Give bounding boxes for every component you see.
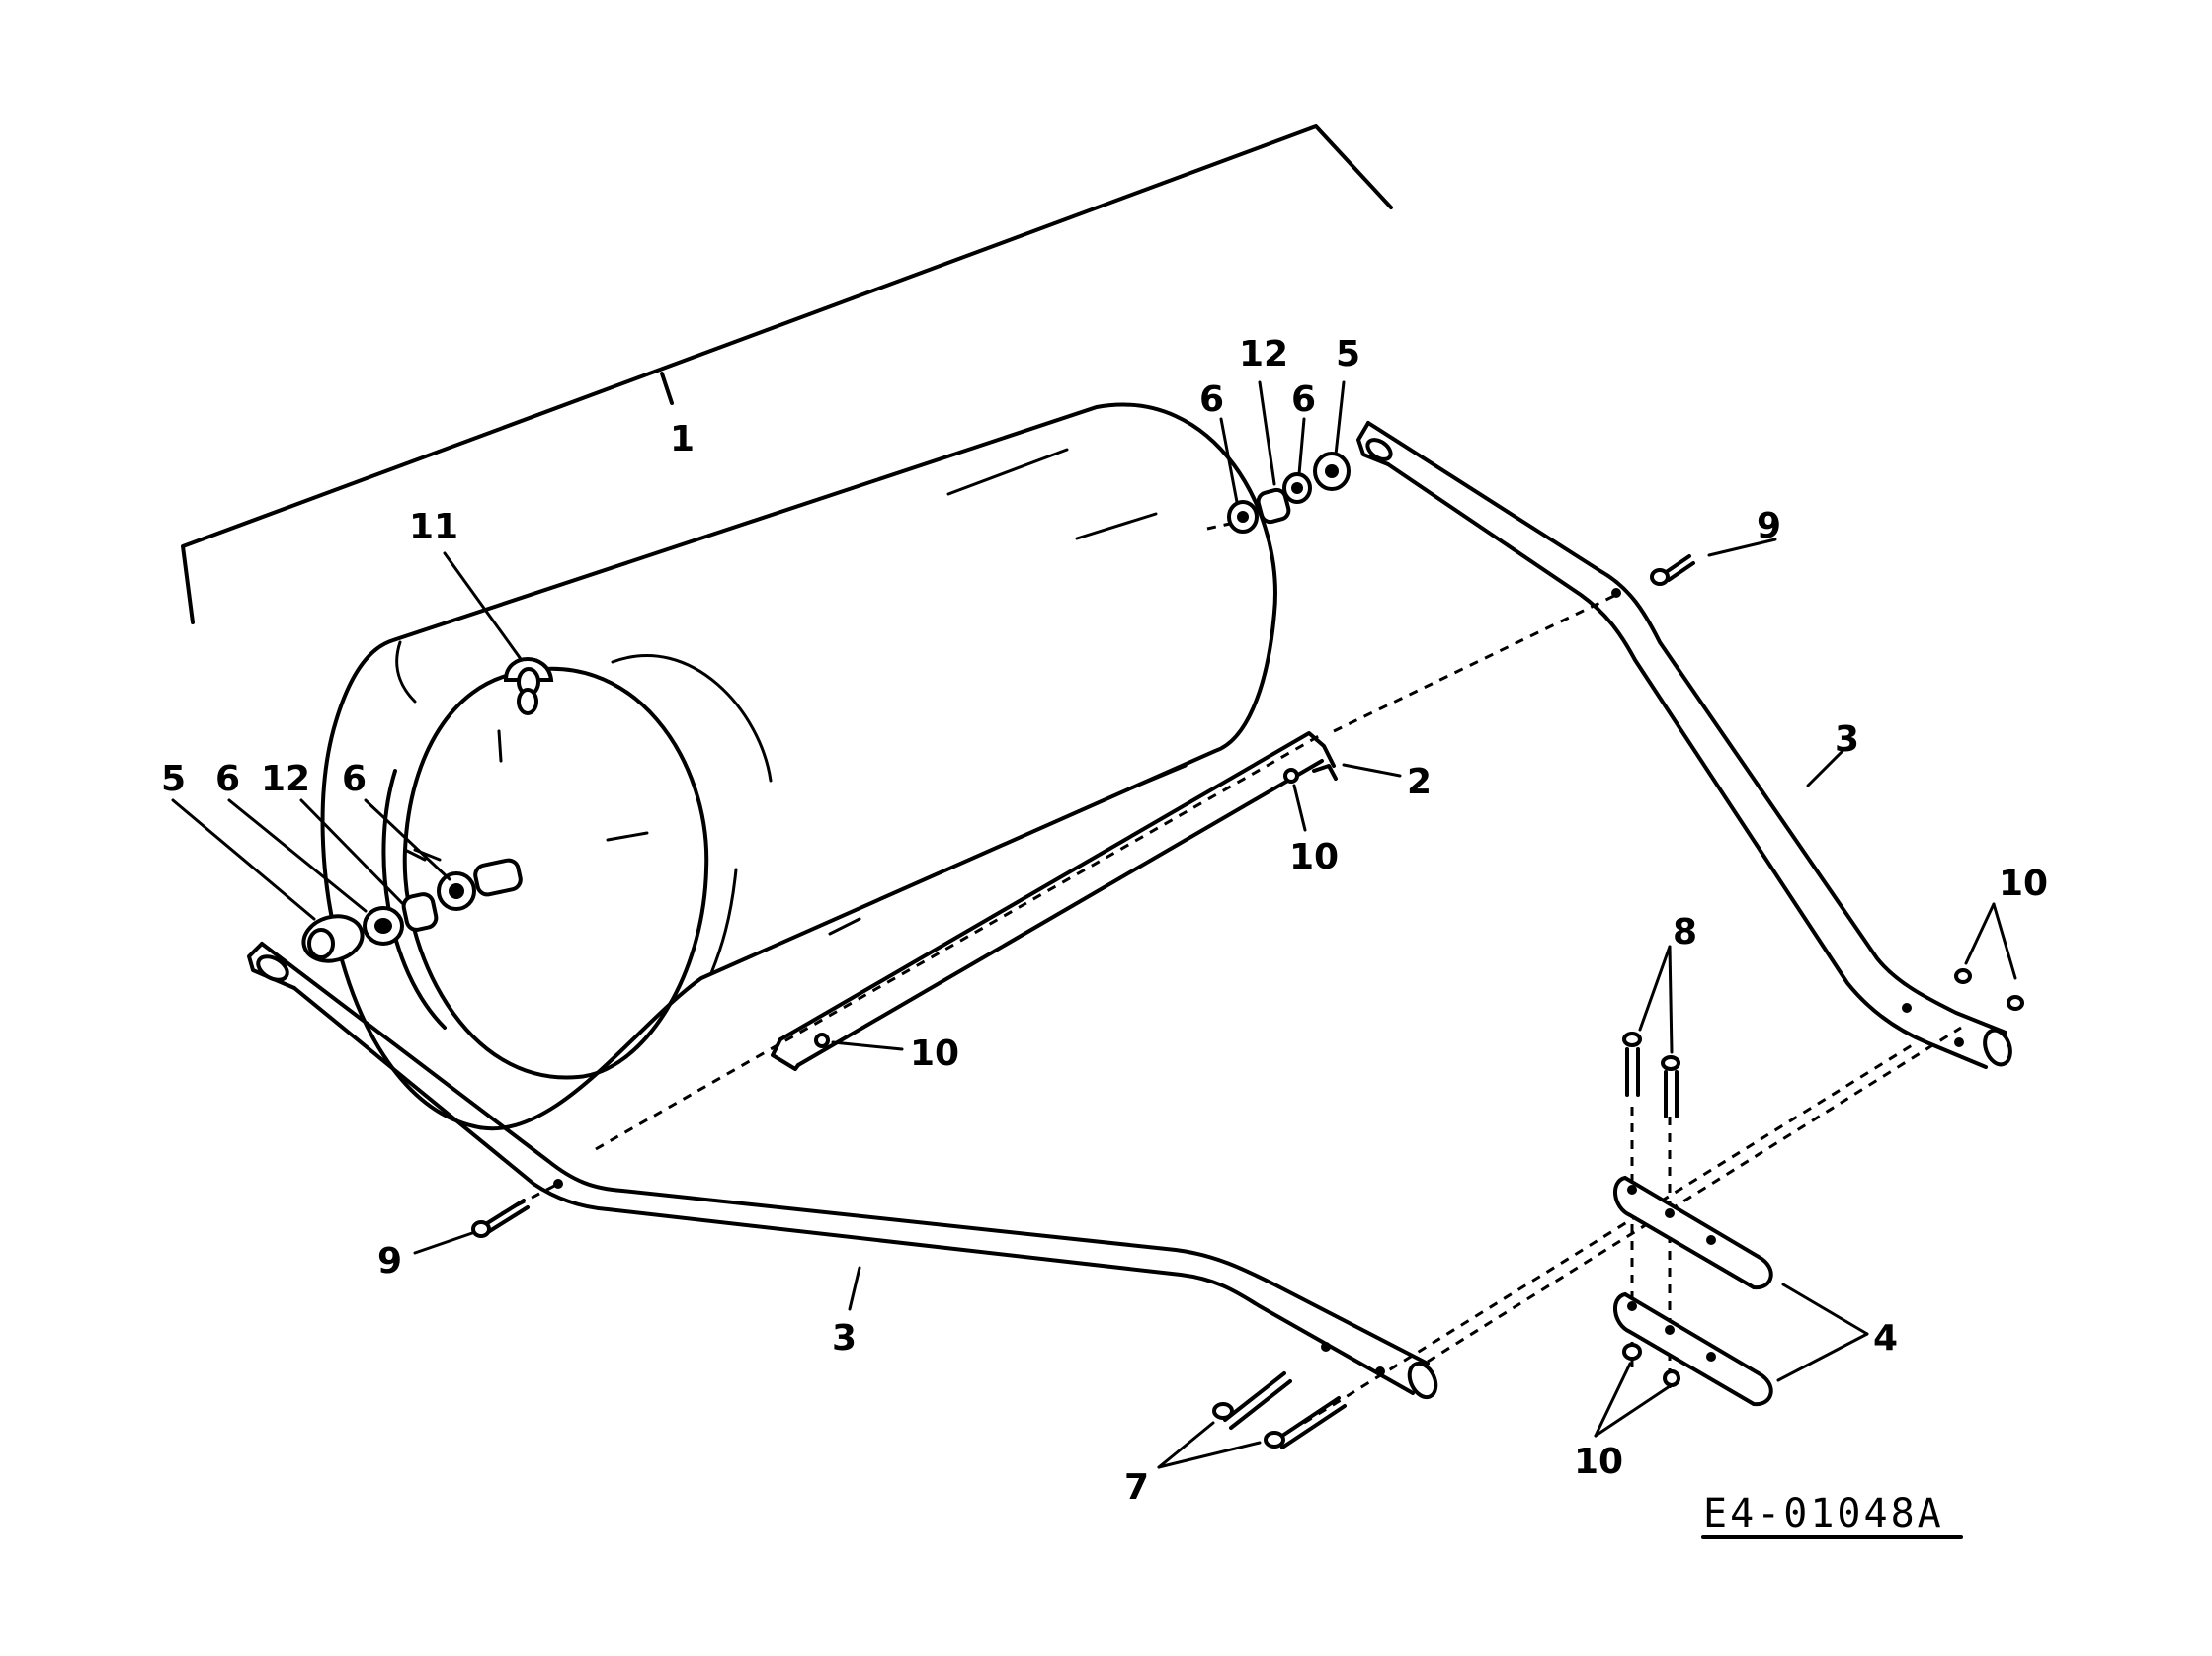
- callout-7: 7: [1124, 1467, 1149, 1508]
- callout-8: 8: [1673, 912, 1697, 952]
- callout-9-left: 9: [377, 1241, 402, 1282]
- callout-11: 11: [409, 507, 458, 547]
- roller-drum: [320, 402, 1277, 1131]
- callout-6-left-a: 6: [215, 759, 240, 799]
- diagram-code-label: E4-01048A: [1701, 1491, 1963, 1539]
- callout-1: 1: [670, 419, 695, 459]
- left-handle: [247, 942, 1438, 1400]
- connector-plates: [1613, 968, 2024, 1407]
- right-axle-hardware: [1227, 452, 1351, 534]
- callout-6-right-b: 6: [1291, 379, 1316, 420]
- callout-5-right: 5: [1336, 334, 1360, 374]
- callout-labels: 1 11 5 6 12 6 6 12 6 5 9 2 10 3 10 8 10 …: [161, 334, 2048, 1508]
- callout-2: 2: [1407, 762, 1432, 802]
- callout-12-left: 12: [261, 759, 310, 799]
- diagram-code: E4-01048A: [1703, 1491, 1944, 1536]
- callout-3-left: 3: [832, 1318, 857, 1359]
- callout-12-right: 12: [1239, 334, 1288, 374]
- callout-10-plates: 10: [1574, 1442, 1623, 1482]
- callout-9-right: 9: [1757, 506, 1781, 546]
- callout-10-bar: 10: [910, 1034, 959, 1074]
- callout-6-right-a: 6: [1199, 379, 1224, 420]
- left-axle-hardware: [301, 871, 476, 963]
- callout-5-left: 5: [161, 759, 186, 799]
- callout-10-brace: 10: [1289, 837, 1339, 877]
- callout-6-left-b: 6: [342, 759, 367, 799]
- right-handle: [1356, 421, 2012, 1069]
- callout-10-handle-end: 10: [1999, 864, 2048, 904]
- callout-3-right: 3: [1835, 719, 1859, 760]
- callout-4: 4: [1873, 1318, 1898, 1359]
- leader-lines: [171, 380, 2017, 1469]
- assembly-bracket: [181, 124, 1393, 624]
- bolts: [471, 554, 1695, 1449]
